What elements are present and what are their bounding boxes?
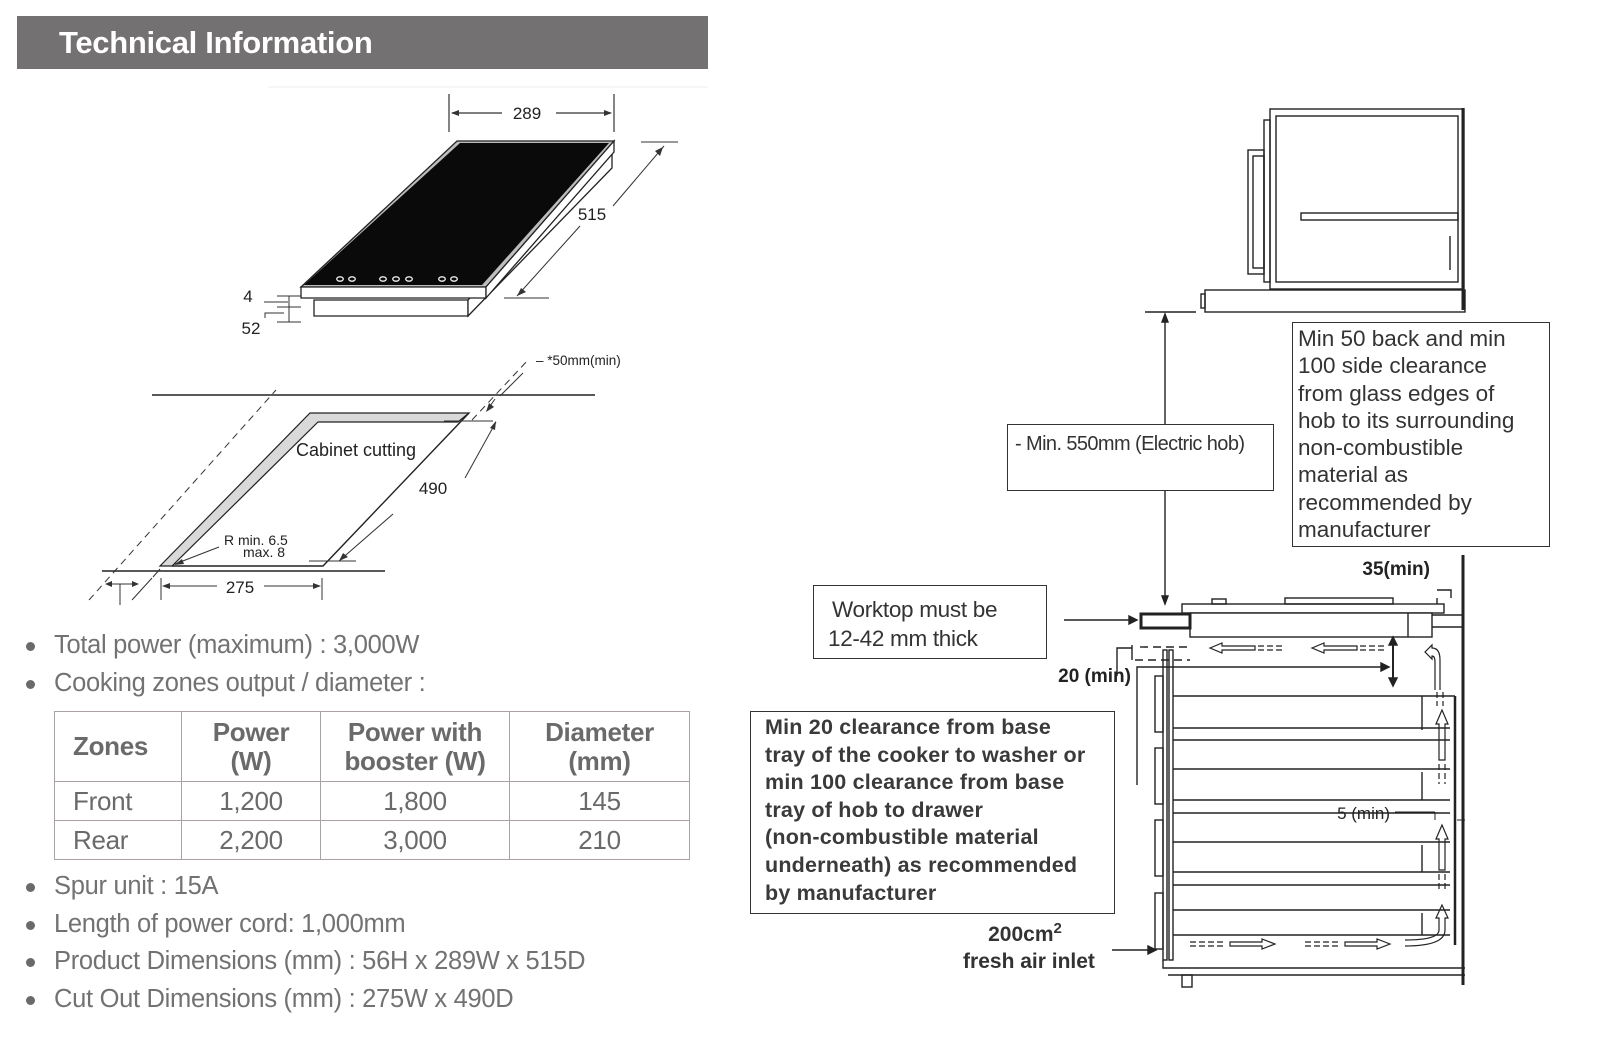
page-title: Technical Information: [59, 25, 373, 60]
cutout-depth-label: 490: [419, 479, 447, 498]
cutout-drawing: – *50mm(min) Cabinet cutting 490 R min. …: [88, 353, 621, 605]
radius-label: R min. 6.5: [224, 532, 288, 548]
airflow-arrows: [1190, 642, 1449, 950]
side-clearance-note: Min 50 back and min 100 side clearance f…: [1292, 322, 1550, 547]
bullet-icon: [26, 920, 35, 930]
radius-max-label: max. 8: [243, 544, 285, 560]
zone-diameter: 210: [509, 820, 690, 860]
air-inlet-area: 200cm2: [988, 920, 1062, 946]
spec-item: Total power (maximum) : 3,000W: [20, 627, 425, 665]
table-row: Front 1,200 1,800 145: [54, 781, 690, 821]
zone-name: Front: [54, 781, 182, 821]
drawer-cabinet: [1154, 649, 1465, 988]
header-power: Power(W): [181, 711, 321, 782]
spec-list-top: Total power (maximum) : 3,000W Cooking z…: [20, 627, 426, 703]
spec-list-bottom: Spur unit : 15A Length of power cord: 1,…: [20, 868, 586, 1019]
hob-glass: [304, 143, 609, 285]
base-clearance-note: Min 20 clearance from base tray of the c…: [750, 711, 1115, 914]
spec-item: Spur unit : 15A: [20, 868, 585, 906]
bullet-icon: [26, 679, 35, 689]
touch-controls-icon: [336, 276, 458, 282]
zone-booster: 1,800: [320, 781, 510, 821]
depth-label: 515: [578, 205, 606, 224]
clearance-label: – *50mm(min): [536, 353, 621, 368]
height-label: 52: [242, 319, 261, 338]
zone-name: Rear: [54, 820, 182, 860]
header-zones: Zones: [54, 711, 182, 782]
hood-clearance-note: - Min. 550mm (Electric hob): [1007, 424, 1274, 491]
bullet-icon: [26, 642, 35, 651]
zone-power: 1,200: [181, 781, 321, 821]
spec-item: Length of power cord: 1,000mm: [20, 906, 585, 944]
cutout-width-label: 275: [226, 578, 254, 597]
bullet-icon: [26, 958, 35, 967]
product-drawing: 289 515 4 52: [242, 94, 678, 338]
top-thickness-label: 4: [243, 287, 252, 306]
bullet-icon: [26, 995, 35, 1005]
cutout-title: Cabinet cutting: [296, 440, 416, 460]
hob-side-view: [1139, 589, 1463, 638]
cooker-hood: [1200, 108, 1466, 313]
spec-item: Cooking zones output / diameter :: [20, 665, 426, 703]
zone-booster: 3,000: [320, 820, 510, 860]
width-label: 289: [513, 104, 541, 123]
table-row: Rear 2,200 3,000 210: [54, 820, 690, 860]
worktop-thickness-note: Worktop must be 12-42 mm thick: [813, 585, 1047, 659]
header-diameter: Diameter(mm): [509, 711, 690, 782]
under-gap-label: 20 (min): [1058, 666, 1131, 687]
bullet-icon: [26, 883, 35, 892]
spec-item: Cut Out Dimensions (mm) : 275W x 490D: [20, 981, 585, 1019]
spec-item: Product Dimensions (mm) : 56H x 289W x 5…: [20, 943, 586, 981]
air-inlet-label: fresh air inlet: [963, 950, 1095, 973]
back-gap-label: 35(min): [1362, 559, 1430, 580]
zone-power: 2,200: [181, 820, 321, 860]
header-bar: Technical Information: [17, 16, 708, 69]
rear-gap-label: 5 (min): [1337, 804, 1390, 823]
hob-dimension-diagrams: 289 515 4 52: [88, 86, 708, 605]
zone-diameter: 145: [509, 781, 690, 821]
